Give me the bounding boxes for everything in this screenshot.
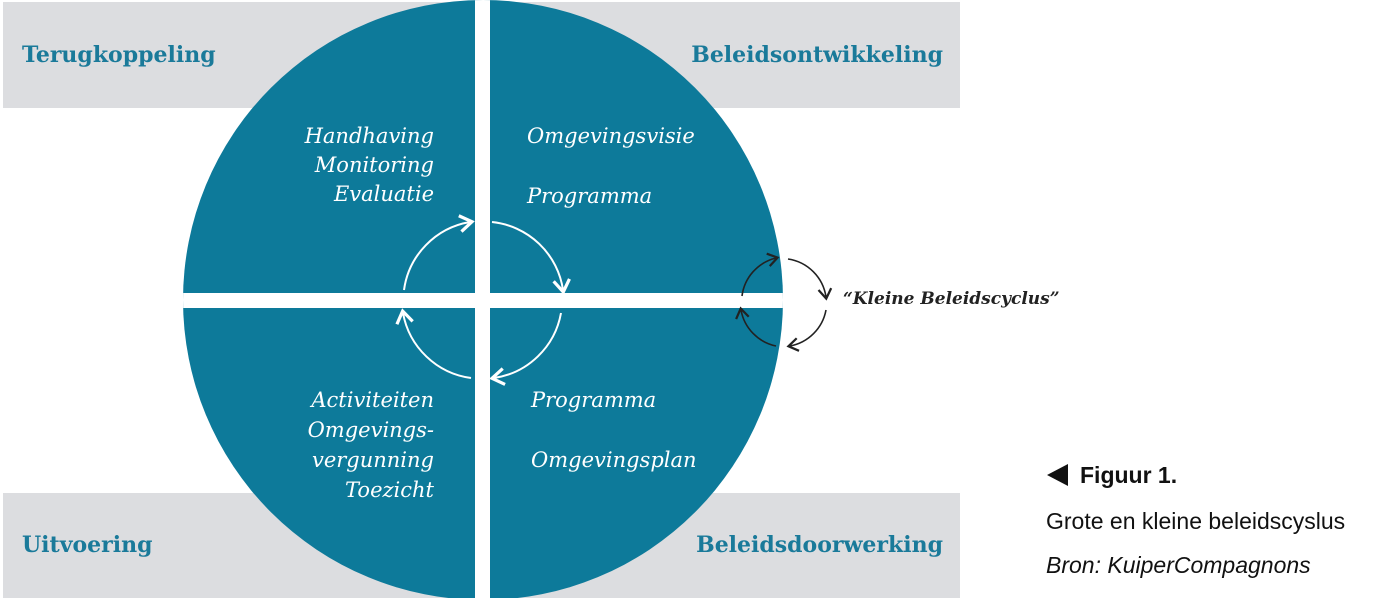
quadrant-text: Omgevingsvisie	[527, 124, 695, 148]
figure-source: Bron: KuiperCompagnons	[1046, 552, 1311, 578]
figure-subtitle: Grote en kleine beleidscyslus	[1046, 508, 1345, 534]
quadrant-text: Programma	[530, 388, 656, 412]
label-beleidsontwikkeling: Beleidsontwikkeling	[691, 42, 943, 68]
label-terugkoppeling: Terugkoppeling	[22, 42, 216, 68]
quadrant-text: Monitoring	[314, 153, 434, 177]
label-uitvoering: Uitvoering	[22, 532, 153, 558]
main-circle	[183, 0, 783, 598]
quadrant-text: Toezicht	[345, 478, 435, 502]
quadrant-text: Omgevingsplan	[531, 448, 697, 472]
small-cycle-arrows-icon	[735, 252, 833, 352]
large-cycle-arrows-icon	[395, 214, 571, 386]
figure-title: Figuur 1.	[1080, 462, 1177, 488]
left-triangle-icon	[1047, 464, 1068, 486]
label-beleidsdoorwerking: Beleidsdoorwerking	[696, 532, 943, 558]
quadrant-text: Evaluatie	[333, 182, 434, 206]
quadrant-text: Handhaving	[304, 124, 434, 148]
quadrant-text: Programma	[526, 184, 652, 208]
quadrant-text: Omgevings-	[308, 418, 434, 442]
quadrant-text: vergunning	[312, 448, 434, 472]
quadrant-text: Activiteiten	[309, 388, 434, 412]
small-cycle-label: “Kleine Beleidscyclus”	[843, 289, 1060, 309]
